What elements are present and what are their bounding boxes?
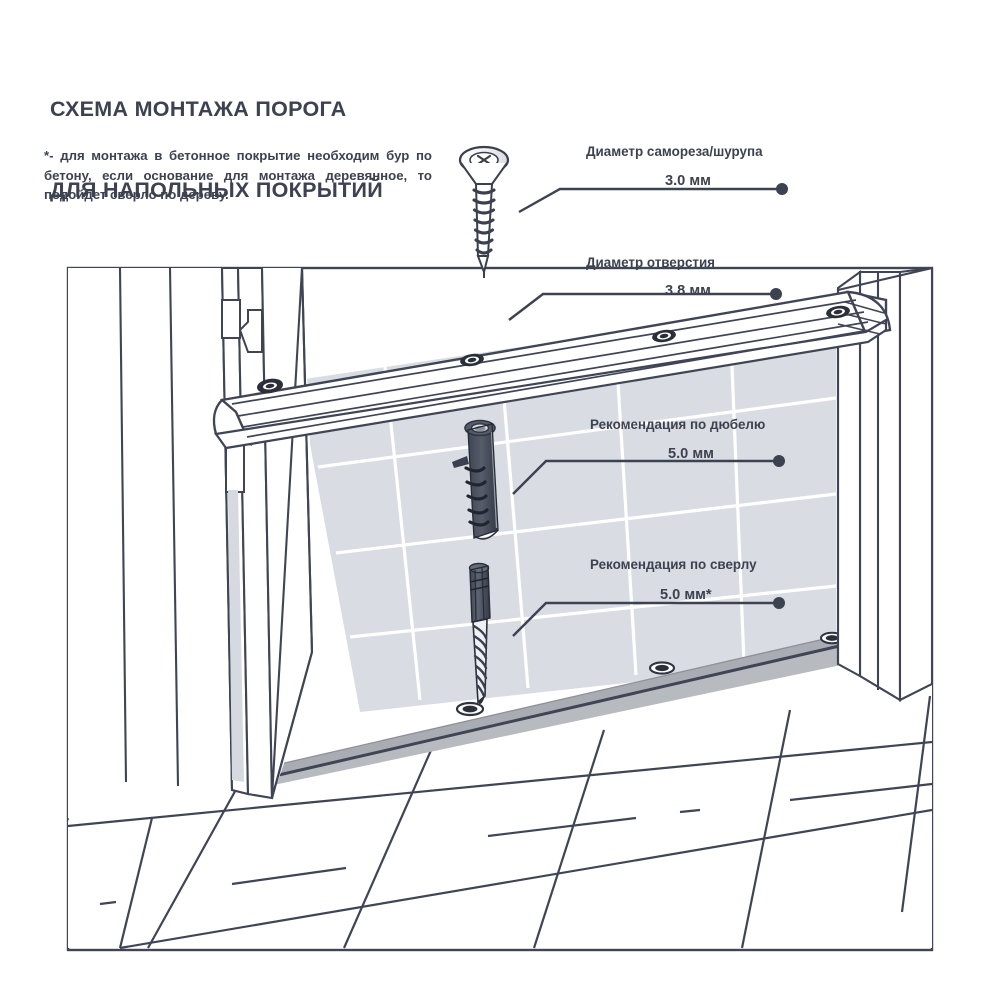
callout-label-drill-recommendation: Рекомендация по сверлу	[590, 557, 757, 572]
strip-hole-markers	[257, 305, 850, 394]
drill-bit-icon	[468, 562, 491, 704]
leader-screw-diameter	[518, 187, 782, 214]
leader-drill	[512, 601, 779, 637]
leader-dot-drill	[773, 597, 785, 609]
callout-value-screw-diameter: 3.0 мм	[665, 173, 711, 189]
leader-dowel	[512, 459, 779, 495]
page-title-line1: СХЕМА МОНТАЖА ПОРОГА	[50, 97, 347, 121]
leader-hole-diameter	[508, 292, 776, 321]
leader-dot-hole	[770, 288, 782, 300]
laminate-floor	[68, 684, 932, 950]
leader-dot-dowel	[773, 455, 785, 467]
threshold-installed-band	[227, 631, 849, 790]
leader-dot-screw	[776, 183, 788, 195]
screw-icon	[458, 145, 510, 278]
right-wall-top	[837, 268, 932, 292]
page-title-line2: ДЛЯ НАПОЛЬНЫХ ПОКРЫТИЙ	[50, 178, 383, 202]
left-wall-panel	[68, 268, 234, 791]
callout-label-dowel-recommendation: Рекомендация по дюбелю	[590, 417, 766, 432]
callout-label-hole-diameter: Диаметр отверстия	[586, 255, 715, 270]
callout-value-hole-diameter: 3.8 мм	[665, 283, 711, 299]
page-title: СХЕМА МОНТАЖА ПОРОГА ДЛЯ НАПОЛЬНЫХ ПОКРЫ…	[50, 42, 383, 258]
threshold-profile	[212, 290, 892, 450]
callout-value-drill-recommendation: 5.0 мм*	[660, 587, 712, 603]
callout-leaders	[508, 183, 788, 637]
wall-plug-icon	[452, 419, 499, 540]
callout-value-dowel-recommendation: 5.0 мм	[668, 446, 714, 462]
footnote-text: *- для монтажа в бетонное покрытие необх…	[44, 148, 432, 202]
door-jamb-right	[836, 268, 932, 702]
callout-label-screw-diameter: Диаметр самореза/шурупа	[586, 144, 763, 159]
